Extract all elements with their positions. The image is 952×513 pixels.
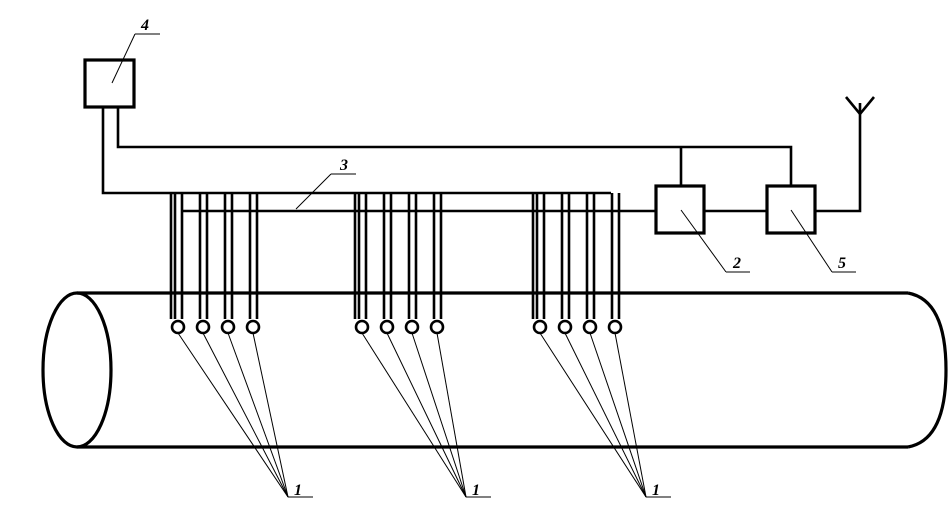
sensor-ring bbox=[557, 319, 573, 335]
sensor-groups: 1 1 1 bbox=[169, 193, 671, 499]
sensor-leader bbox=[411, 332, 467, 498]
sensor-group-1: 1 bbox=[169, 193, 313, 499]
sensor-leader bbox=[177, 332, 289, 498]
unit-4-box bbox=[83, 58, 136, 109]
sensor-leader bbox=[361, 332, 467, 498]
sensor-leader bbox=[252, 332, 289, 498]
sensor-leader bbox=[539, 332, 647, 498]
sensor-ring bbox=[195, 319, 211, 335]
sensor-label: 1 bbox=[652, 482, 660, 499]
unit-4-leader bbox=[111, 33, 136, 84]
sensor-label: 1 bbox=[472, 482, 480, 499]
sensor-ring bbox=[532, 319, 548, 335]
sensor-leader bbox=[202, 332, 289, 498]
sensor-label: 1 bbox=[294, 482, 302, 499]
unit-5-label: 5 bbox=[838, 255, 846, 272]
sensor-group-3: 1 bbox=[531, 193, 671, 499]
antenna-feed-wire bbox=[815, 103, 862, 213]
unit-2-box bbox=[654, 184, 706, 235]
unit-5-leader bbox=[790, 209, 833, 273]
sensor-ring bbox=[429, 319, 445, 335]
sensor-leader bbox=[589, 332, 647, 498]
pipe-right-end bbox=[907, 291, 948, 449]
bus-3-leader bbox=[295, 173, 332, 210]
sensor-leader bbox=[227, 332, 289, 498]
sensor-ring bbox=[170, 319, 186, 335]
sensor-ring bbox=[354, 319, 370, 335]
pipe bbox=[41, 291, 948, 449]
pipe-left-end bbox=[41, 291, 113, 449]
antenna-icon bbox=[844, 96, 876, 117]
unit-4-label: 4 bbox=[140, 17, 149, 34]
sensor-leader bbox=[564, 332, 647, 498]
unit-2-label: 2 bbox=[732, 255, 741, 272]
sensor-leader bbox=[436, 332, 467, 498]
sensor-leader bbox=[614, 332, 647, 498]
sensor-ring bbox=[404, 319, 420, 335]
sensor-ring bbox=[607, 319, 623, 335]
sensor-ring bbox=[245, 319, 261, 335]
bus-3-label: 3 bbox=[339, 157, 348, 174]
unit-4-lower-wire bbox=[101, 107, 611, 195]
sensor-ring bbox=[582, 319, 598, 335]
unit-4-upper-wire bbox=[116, 107, 793, 186]
unit-2-leader bbox=[680, 209, 727, 273]
sensor-group-2: 1 bbox=[353, 193, 491, 499]
unit-5-box bbox=[765, 184, 817, 235]
sensor-leader bbox=[386, 332, 467, 498]
sensor-ring bbox=[379, 319, 395, 335]
sensor-ring bbox=[220, 319, 236, 335]
